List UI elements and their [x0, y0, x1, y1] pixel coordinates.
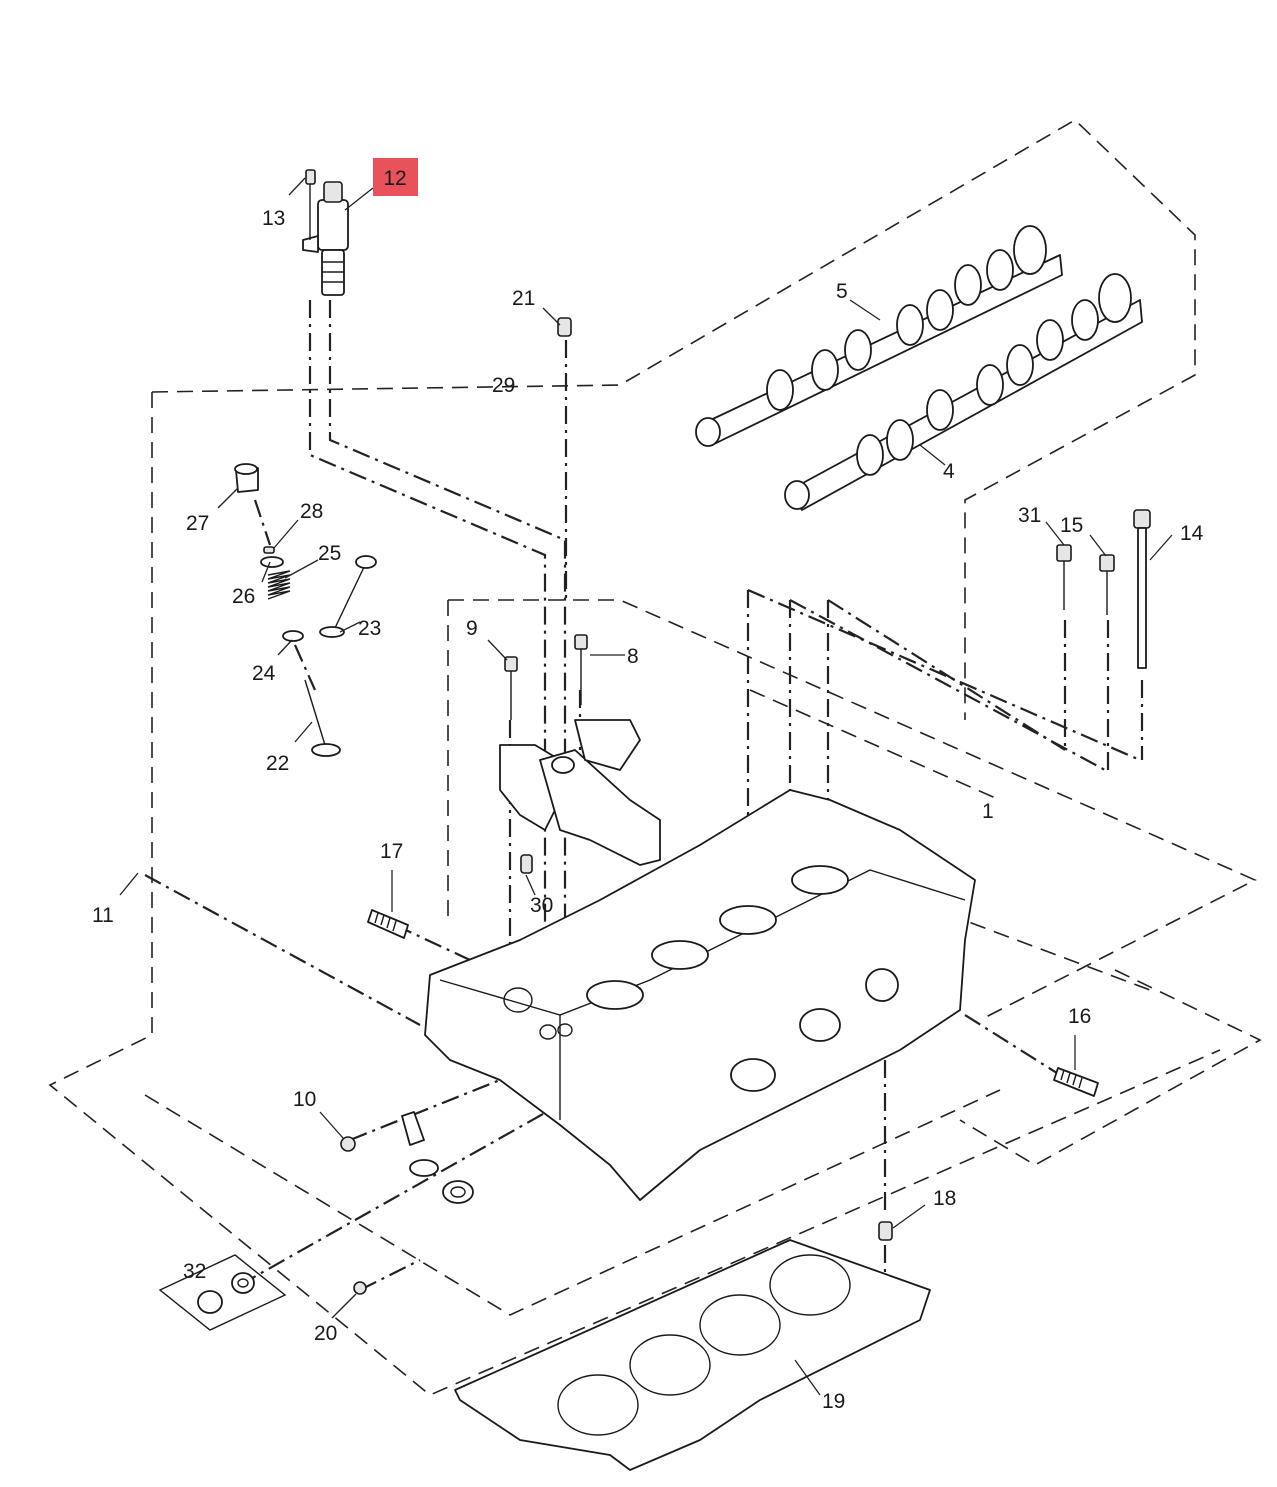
label-30: 30 — [530, 894, 553, 917]
valve-stem-seal — [282, 630, 304, 642]
camshaft-exhaust-5 — [695, 225, 1063, 447]
hydraulic-lifter — [234, 463, 259, 493]
cylinder-head — [424, 789, 976, 1201]
cylinder-head-bolt-15 — [1099, 554, 1115, 615]
label-25: 25 — [318, 542, 341, 565]
label-17: 17 — [380, 840, 403, 863]
label-29: 29 — [492, 374, 515, 397]
dowel-pin-30 — [520, 854, 533, 874]
cylinder-head-bolt-14 — [1133, 509, 1151, 669]
oil-seal — [442, 1180, 474, 1204]
camshaft-cap-bolt-8 — [574, 634, 588, 705]
label-22: 22 — [266, 752, 289, 775]
tube-sleeve — [401, 1111, 425, 1146]
label-19: 19 — [822, 1390, 845, 1413]
label-15: 15 — [1060, 514, 1083, 537]
label-1: 1 — [982, 800, 994, 823]
label-32: 32 — [183, 1260, 206, 1283]
camshaft-cap-bolt-9 — [504, 656, 518, 720]
label-11: 11 — [92, 904, 114, 927]
label-8: 8 — [627, 645, 639, 668]
label-4: 4 — [943, 460, 955, 483]
label-21: 21 — [512, 287, 535, 310]
label-20: 20 — [314, 1322, 337, 1345]
label-27: 27 — [186, 512, 209, 535]
stud-16 — [1053, 1067, 1099, 1097]
cylinder-head-bolt-31 — [1056, 544, 1072, 610]
label-13: 13 — [262, 207, 285, 230]
intake-valve — [304, 679, 341, 757]
plug-18 — [878, 1221, 893, 1241]
camshaft-bearing-cap — [499, 719, 661, 866]
label-10: 10 — [293, 1088, 316, 1111]
oil-gallery-plug-21 — [557, 317, 572, 337]
callout-leader-lines — [119, 177, 1173, 1396]
label-18: 18 — [933, 1187, 956, 1210]
seal-kit-box — [158, 1254, 287, 1331]
label-24: 24 — [252, 662, 276, 685]
cylinder-head-gasket — [454, 1239, 931, 1471]
label-5: 5 — [836, 280, 848, 303]
highlight-box — [373, 158, 418, 196]
stud-17 — [367, 909, 409, 939]
oil-filter-bolt-10 — [340, 1136, 356, 1152]
callout-labels: 12 13 21 5 29 4 27 28 31 15 14 25 26 23 … — [92, 158, 1204, 1413]
oil-control-solenoid-valve — [302, 181, 349, 296]
plug-20 — [353, 1281, 367, 1295]
label-9: 9 — [466, 617, 478, 640]
label-16: 16 — [1068, 1005, 1091, 1028]
exhaust-valve — [319, 555, 377, 638]
valve-spring-retainer — [260, 556, 284, 568]
solenoid-bolt — [305, 169, 316, 240]
label-31: 31 — [1018, 504, 1041, 527]
o-ring — [409, 1159, 439, 1177]
label-28: 28 — [300, 500, 323, 523]
valve-spring — [267, 570, 291, 600]
label-14: 14 — [1180, 522, 1204, 545]
label-12: 12 — [383, 167, 406, 190]
camshaft-intake-4 — [784, 273, 1143, 511]
valve-keeper — [263, 546, 275, 554]
label-23: 23 — [358, 617, 381, 640]
label-26: 26 — [232, 585, 255, 608]
